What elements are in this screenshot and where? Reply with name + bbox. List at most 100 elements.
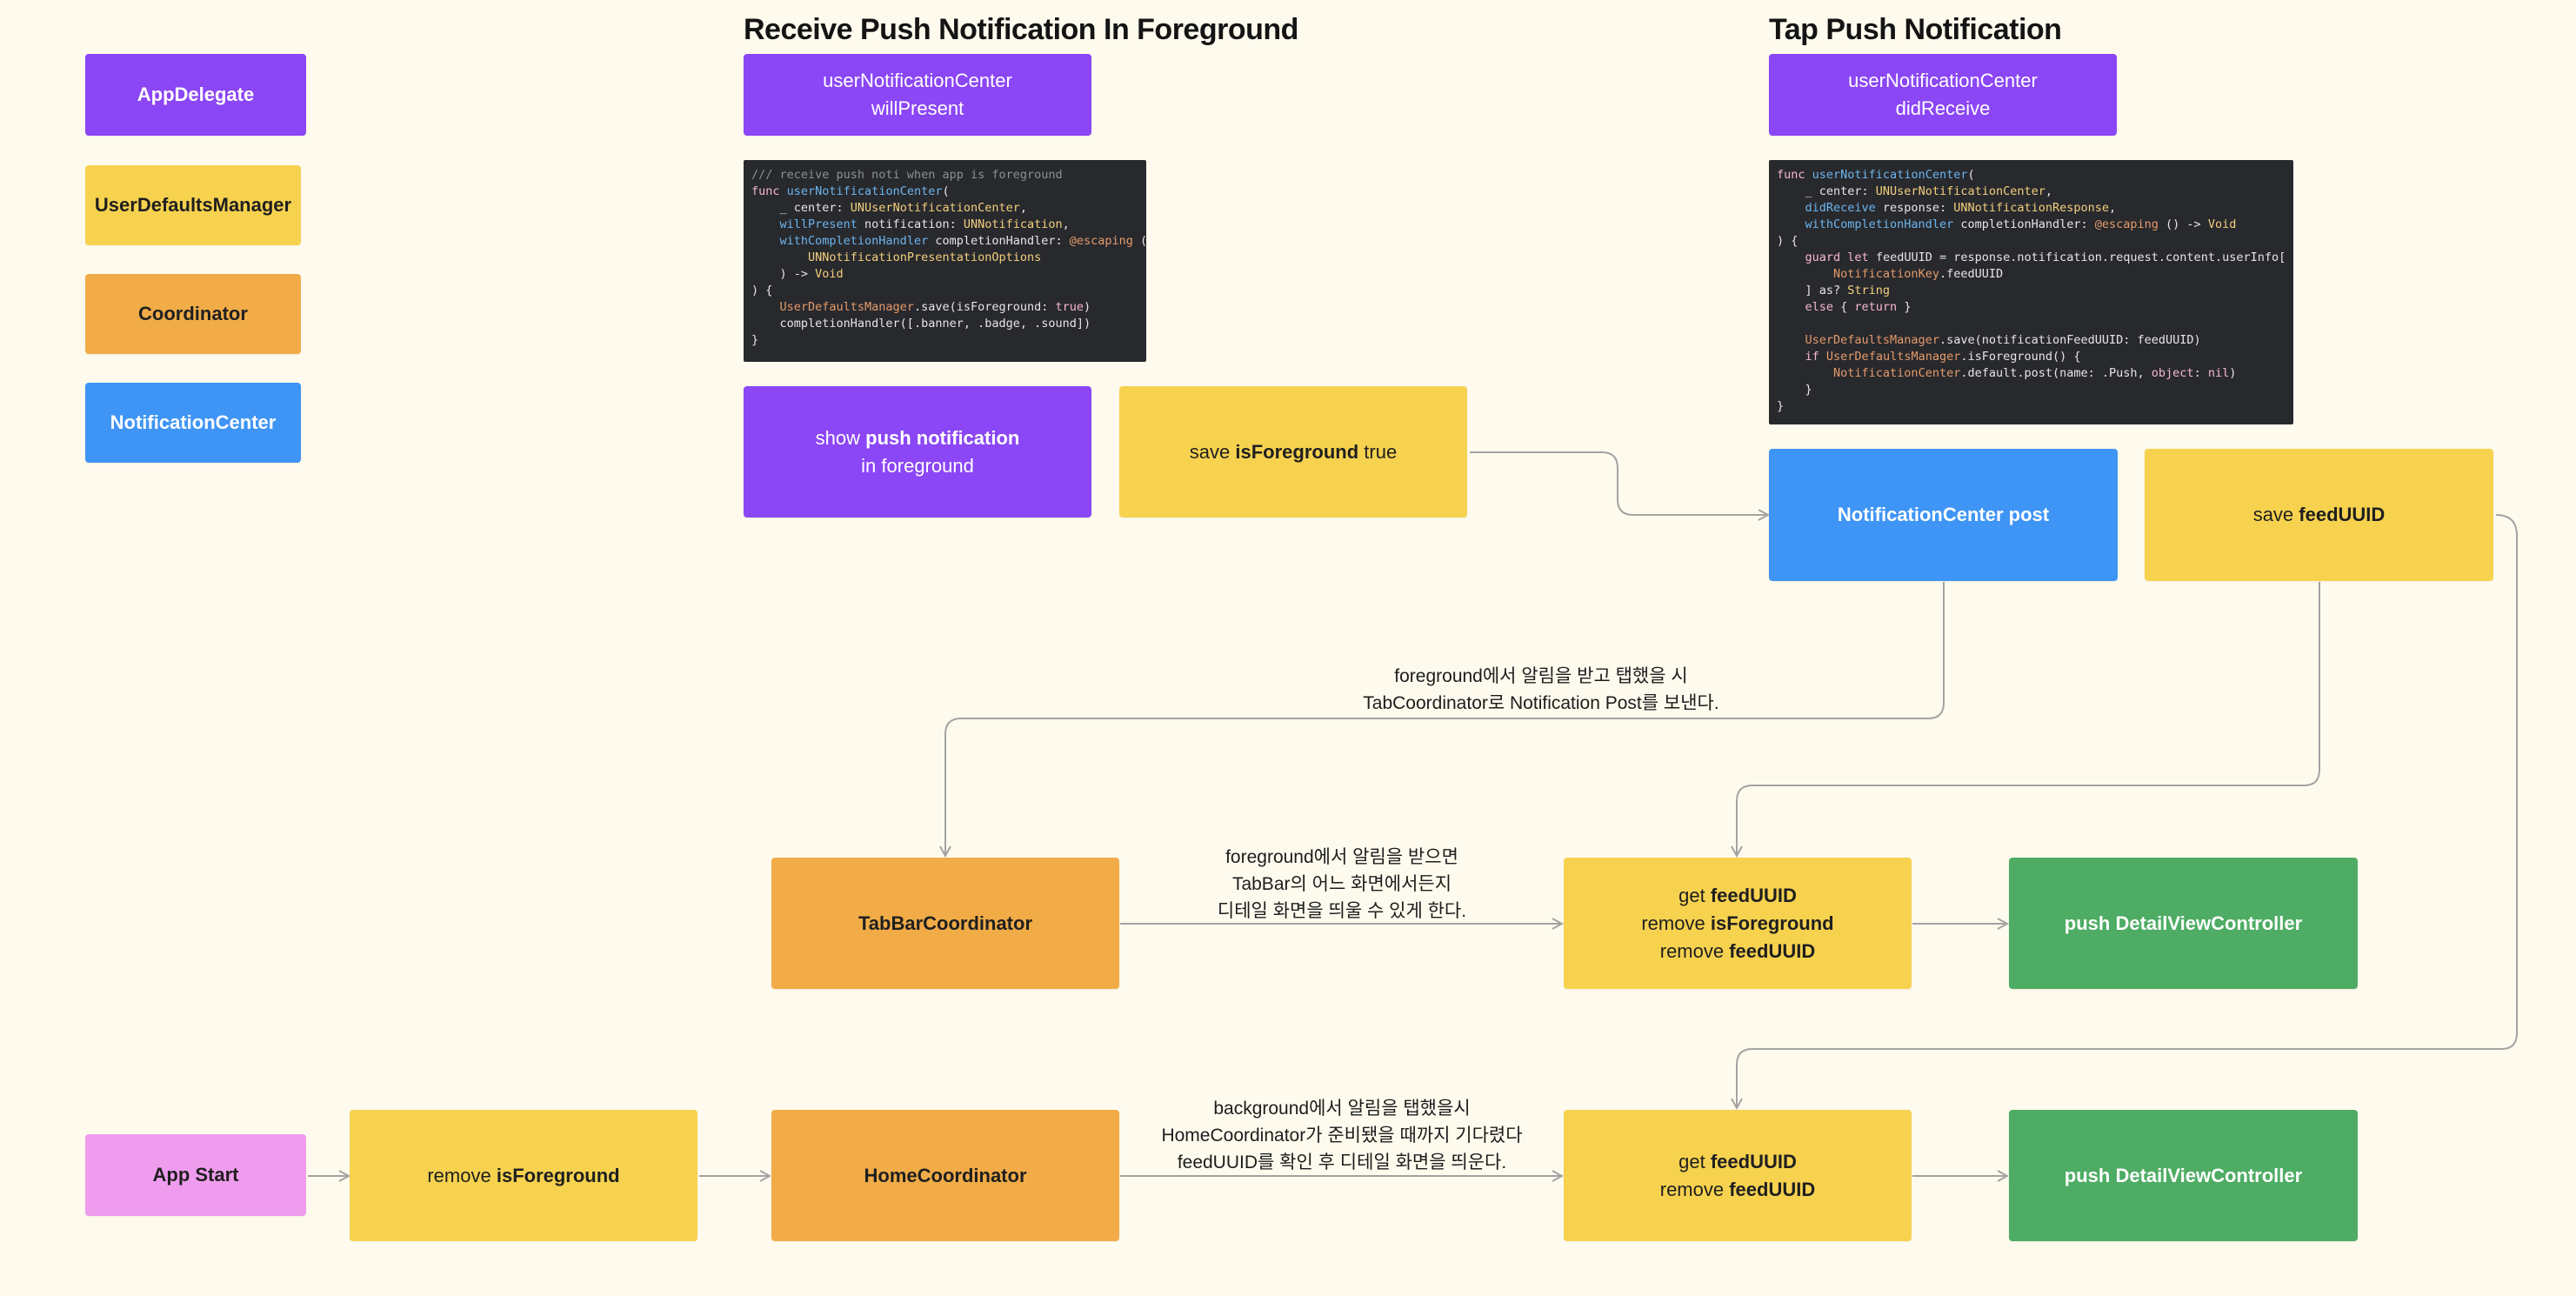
remove-is-foreground-pre: remove: [427, 1164, 497, 1186]
legend-coordinator-label: Coordinator: [138, 303, 248, 324]
show-push-bold: push notification: [865, 426, 1020, 449]
save-feed-uuid-text: save feedUUID: [2253, 501, 2386, 529]
note-home-line1: background에서 알림을 탭했을시: [1213, 1099, 1471, 1119]
get-remove-3-line2: remove isForeground: [1641, 910, 1833, 938]
save-is-foreground-node: save isForeground true: [1119, 386, 1467, 518]
get-remove-3-l1-pre: get: [1678, 884, 1711, 906]
note-tab-post: foreground에서 알림을 받고 탭했을 시 TabCoordinator…: [1280, 663, 1802, 717]
code-line: NotificationKey.feedUUID: [1833, 267, 2004, 281]
show-push-pre: show: [815, 426, 866, 449]
code-line: _ center: UNUserNotificationCenter,: [751, 201, 1028, 215]
note-tab-post-line2: TabCoordinator로 Notification Post를 보낸다.: [1363, 693, 1719, 713]
code-line: didReceive response: UNNotificationRespo…: [1805, 201, 2117, 215]
code-line: func userNotificationCenter(: [751, 184, 950, 198]
show-push-line1: show push notification: [816, 424, 1020, 452]
push-detail-2-label: push DetailViewController: [2064, 1164, 2303, 1186]
save-is-foreground-text: save isForeground true: [1190, 438, 1397, 466]
code-line: UNNotificationPresentationOptions: [808, 251, 1042, 264]
code-line: [1777, 316, 2286, 332]
edge-post-to-tabbar: [945, 582, 1945, 855]
note-home: background에서 알림을 탭했을시 HomeCoordinator가 준…: [1124, 1095, 1559, 1176]
remove-is-foreground-bold: isForeground: [496, 1164, 620, 1186]
code-line: completionHandler([.banner, .badge, .sou…: [751, 317, 1091, 331]
code-line: ) {: [751, 284, 773, 297]
code-line: ] as? String: [1777, 284, 1891, 297]
get-remove-3-l3-pre: remove: [1659, 939, 1730, 962]
get-remove-3-line1: get feedUUID: [1678, 882, 1797, 910]
code-line: UserDefaultsManager.save(notificationFee…: [1805, 333, 2201, 347]
code-snippet-tap: func userNotificationCenter( _ center: U…: [1769, 160, 2293, 424]
section-title-tap: Tap Push Notification: [1769, 13, 2062, 46]
home-coordinator-label: HomeCoordinator: [864, 1164, 1027, 1186]
push-detail-view-controller-node-2: push DetailViewController: [2009, 1110, 2358, 1241]
code-line: willPresent notification: UNNotification…: [779, 217, 1070, 231]
note-tabbar-line2: TabBar의 어느 화면에서든지: [1231, 874, 1452, 894]
code-line: }: [1777, 383, 1812, 397]
note-home-line2: HomeCoordinator가 준비됐을 때까지 기다렸다: [1161, 1126, 1523, 1146]
legend-app-delegate-label: AppDelegate: [137, 84, 255, 105]
note-tabbar: foreground에서 알림을 받으면 TabBar의 어느 화면에서든지 디…: [1124, 844, 1559, 925]
tabbar-coordinator-node: TabBarCoordinator: [771, 858, 1119, 989]
show-push-notification-node: show push notification in foreground: [744, 386, 1091, 518]
code-line: _ center: UNUserNotificationCenter,: [1777, 184, 2053, 198]
legend-user-defaults-manager-label: UserDefaultsManager: [94, 194, 292, 216]
did-receive-line1: userNotificationCenter: [1848, 70, 2038, 91]
note-tab-post-line1: foreground에서 알림을 받고 탭했을 시: [1394, 666, 1688, 686]
legend-notification-center-label: NotificationCenter: [110, 411, 277, 433]
app-start-node: App Start: [85, 1134, 306, 1216]
get-remove-2-l2-pre: remove: [1659, 1178, 1730, 1200]
get-remove-2-l2-bold: feedUUID: [1729, 1178, 1816, 1200]
code-line: }: [751, 333, 759, 347]
code-line: /// receive push noti when app is foregr…: [751, 168, 1063, 182]
code-line: withCompletionHandler completionHandler:…: [779, 234, 1146, 248]
show-push-line2: in foreground: [861, 454, 974, 477]
save-feed-uuid-bold: feedUUID: [2299, 504, 2386, 525]
notification-center-post-node: NotificationCenter post: [1769, 449, 2118, 581]
get-remove-3-line3: remove feedUUID: [1660, 938, 1816, 965]
will-present-node: userNotificationCenter willPresent: [744, 54, 1091, 136]
remove-is-foreground-text: remove isForeground: [427, 1162, 619, 1190]
did-receive-node: userNotificationCenter didReceive: [1769, 54, 2117, 136]
save-feed-uuid-pre: save: [2252, 504, 2299, 525]
legend-notification-center: NotificationCenter: [85, 383, 301, 463]
code-line: withCompletionHandler completionHandler:…: [1805, 217, 2237, 231]
get-remove-2-line2: remove feedUUID: [1660, 1176, 1816, 1204]
did-receive-line2: didReceive: [1895, 97, 1991, 119]
code-line: else { return }: [1805, 300, 1912, 314]
legend-app-delegate: AppDelegate: [85, 54, 306, 136]
legend-coordinator: Coordinator: [85, 274, 301, 354]
section-title-foreground: Receive Push Notification In Foreground: [744, 13, 1298, 46]
will-present-line2: willPresent: [871, 97, 964, 119]
push-detail-1-label: push DetailViewController: [2064, 912, 2303, 934]
save-feed-uuid-node: save feedUUID: [2145, 449, 2493, 581]
code-snippet-foreground: /// receive push noti when app is foregr…: [744, 160, 1146, 362]
get-remove-3-l1-bold: feedUUID: [1710, 884, 1797, 906]
edge-save-feed-to-get-remove: [1737, 582, 2320, 855]
get-remove-2-l1-bold: feedUUID: [1710, 1150, 1797, 1172]
home-coordinator-node: HomeCoordinator: [771, 1110, 1119, 1241]
push-detail-view-controller-node-1: push DetailViewController: [2009, 858, 2358, 989]
remove-is-foreground-node: remove isForeground: [350, 1110, 697, 1241]
get-remove-3-l2-pre: remove: [1641, 912, 1711, 934]
note-tabbar-line1: foreground에서 알림을 받으면: [1225, 847, 1458, 867]
app-start-label: App Start: [152, 1164, 239, 1186]
get-remove-2-l1-pre: get: [1678, 1150, 1711, 1172]
tabbar-coordinator-label: TabBarCoordinator: [858, 912, 1033, 934]
code-line: UserDefaultsManager.save(isForeground: t…: [779, 300, 1091, 314]
get-remove-3-l2-bold: isForeground: [1710, 912, 1834, 934]
get-remove-feed-node: get feedUUID remove feedUUID: [1564, 1110, 1912, 1241]
code-line: ) -> Void: [751, 267, 844, 281]
notification-center-post-label: NotificationCenter post: [1837, 504, 2050, 525]
code-line: func userNotificationCenter(: [1777, 168, 1975, 182]
will-present-line1: userNotificationCenter: [823, 70, 1012, 91]
code-line: guard let feedUUID = response.notificati…: [1805, 251, 2286, 264]
save-is-foreground-post: true: [1358, 440, 1398, 463]
code-line: }: [1777, 399, 1785, 413]
note-home-line3: feedUUID를 확인 후 디테일 화면을 띄운다.: [1177, 1152, 1507, 1172]
get-remove-feed-foreground-node: get feedUUID remove isForeground remove …: [1564, 858, 1912, 989]
note-tabbar-line3: 디테일 화면을 띄울 수 있게 한다.: [1217, 901, 1467, 921]
save-is-foreground-bold: isForeground: [1235, 440, 1359, 463]
get-remove-2-line1: get feedUUID: [1678, 1148, 1797, 1176]
